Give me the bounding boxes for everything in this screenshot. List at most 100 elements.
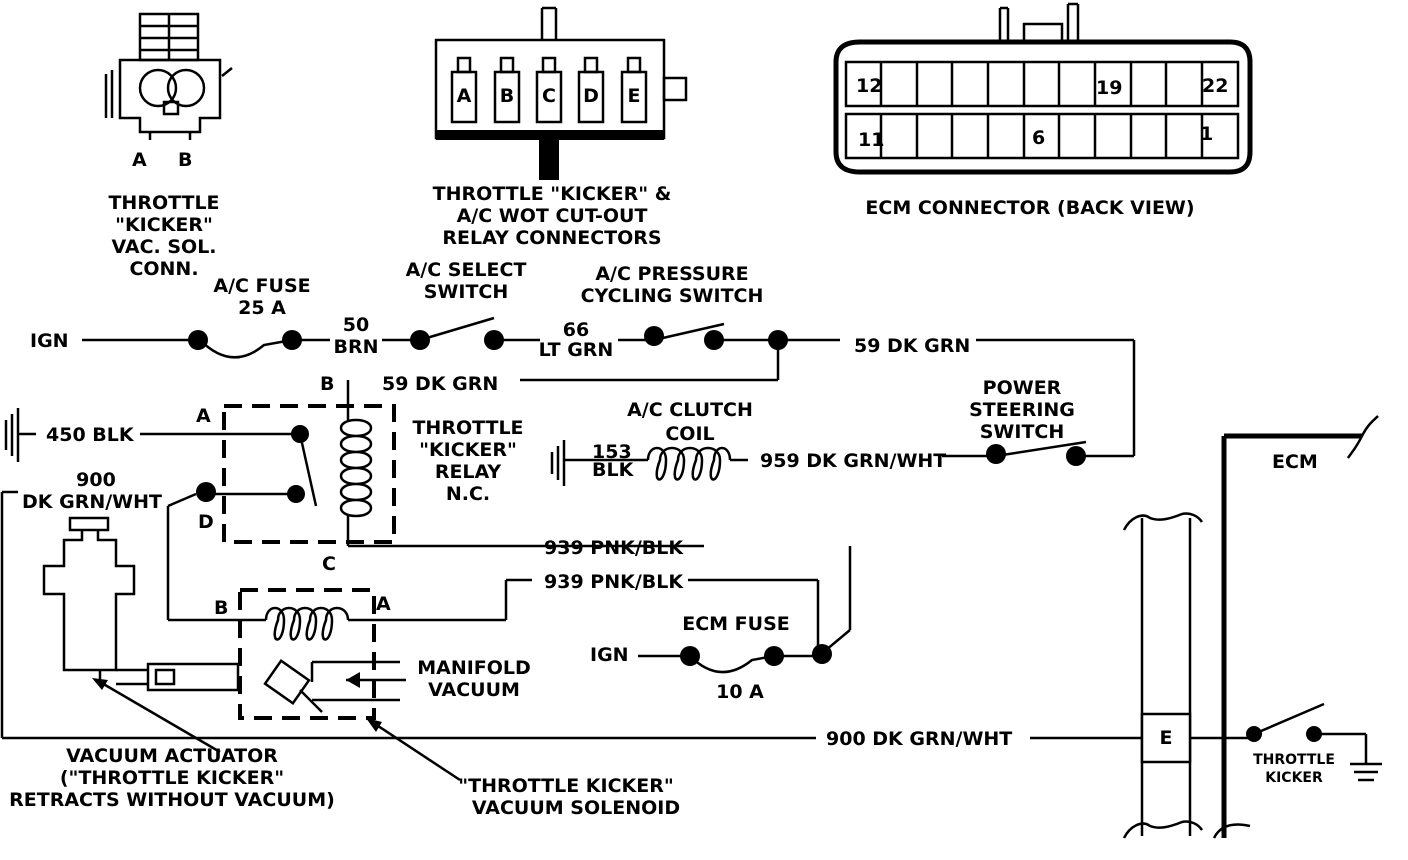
wire-50-number: 50 bbox=[343, 314, 369, 336]
caption-line: RELAY CONNECTORS bbox=[442, 227, 661, 249]
kicker-relay-box bbox=[222, 404, 396, 544]
relay-pin-e: E bbox=[628, 85, 641, 107]
relay-connector-icon bbox=[434, 6, 688, 180]
relay-pin-d-label: D bbox=[198, 511, 214, 533]
wire-900-path bbox=[0, 490, 1142, 740]
kicker-relay-caption: THROTTLE "KICKER" RELAY N.C. bbox=[412, 417, 523, 505]
wire-900-bottom-label: 900 DK GRN/WHT bbox=[826, 728, 1012, 750]
ac-pressure-label: A/C PRESSURE bbox=[595, 263, 748, 285]
solenoid-connector-caption: THROTTLE "KICKER" VAC. SOL. CONN. bbox=[108, 192, 219, 280]
ecm-label: ECM bbox=[1272, 451, 1318, 473]
wire-959-label: 959 DK GRN/WHT bbox=[760, 450, 946, 472]
kicker-relay-coil bbox=[339, 380, 704, 548]
ac-clutch-coil bbox=[646, 446, 748, 481]
kicker-relay-contacts bbox=[140, 425, 318, 507]
vacuum-solenoid-caption: "THROTTLE KICKER" VACUUM SOLENOID bbox=[458, 775, 680, 819]
caption-line: VACUUM ACTUATOR bbox=[66, 745, 278, 767]
wire-66-number: 66 bbox=[563, 319, 589, 341]
ground-clutch-icon bbox=[550, 440, 648, 486]
vacuum-solenoid-box bbox=[238, 588, 376, 720]
ecm-module bbox=[1122, 415, 1379, 839]
wire-59-relay-label: 59 DK GRN bbox=[382, 373, 498, 395]
ecm-fuse-rating: 10 A bbox=[716, 681, 764, 703]
solenoid-coil bbox=[264, 606, 350, 641]
ecm-pin-22: 22 bbox=[1202, 75, 1228, 97]
wire-900-left-number: 900 bbox=[76, 469, 116, 491]
ac-clutch-label-2: COIL bbox=[665, 423, 714, 445]
power-steering-label-3: SWITCH bbox=[980, 421, 1065, 443]
solenoid-pin-b: B bbox=[178, 149, 192, 171]
ecm-pin-11: 11 bbox=[858, 129, 884, 151]
manifold-vacuum-arrow bbox=[346, 672, 406, 688]
vacuum-solenoid-valve bbox=[263, 659, 400, 713]
throttle-kicker-switch-label: THROTTLE bbox=[1253, 752, 1335, 768]
ac-select-label: A/C SELECT bbox=[406, 259, 527, 281]
relay-pin-c: C bbox=[542, 85, 556, 107]
top-power-nodes bbox=[188, 326, 788, 350]
wire-900-left-color: DK GRN/WHT bbox=[22, 491, 162, 513]
vacuum-actuator-caption: VACUUM ACTUATOR ("THROTTLE KICKER" RETRA… bbox=[9, 745, 335, 811]
caption-line: VACUUM SOLENOID bbox=[472, 797, 680, 819]
relay-pin-b: B bbox=[500, 85, 514, 107]
ecm-pin-1: 1 bbox=[1200, 123, 1213, 145]
ecm-connector-icon bbox=[833, 2, 1253, 175]
caption-line: "THROTTLE KICKER" bbox=[458, 775, 674, 797]
wire-153-color: BLK bbox=[592, 459, 635, 481]
vacuum-actuator-icon bbox=[42, 516, 240, 692]
throttle-kicker-switch-label-2: KICKER bbox=[1265, 770, 1323, 786]
ac-fuse-rating: 25 A bbox=[238, 297, 286, 319]
relay-connector-caption: THROTTLE "KICKER" & A/C WOT CUT-OUT RELA… bbox=[433, 183, 672, 249]
solenoid-pin-a-label: A bbox=[376, 593, 391, 615]
ac-pressure-label-2: CYCLING SWITCH bbox=[581, 285, 764, 307]
wire-59-right-label: 59 DK GRN bbox=[854, 335, 970, 357]
wire-939-a-label: 939 PNK/BLK bbox=[544, 537, 684, 559]
solenoid-leader-arrow bbox=[366, 718, 461, 782]
caption-line: VAC. SOL. bbox=[111, 236, 216, 258]
relay-pin-a: A bbox=[457, 85, 472, 107]
ac-select-label-2: SWITCH bbox=[424, 281, 509, 303]
ac-clutch-label: A/C CLUTCH bbox=[627, 399, 753, 421]
caption-line: "KICKER" bbox=[115, 214, 213, 236]
caption-line: THROTTLE "KICKER" & bbox=[433, 183, 672, 205]
power-steering-label: POWER bbox=[983, 377, 1062, 399]
wire-66-color: LT GRN bbox=[539, 339, 614, 361]
ecm-pin-6: 6 bbox=[1032, 127, 1045, 149]
ecm-pin-19: 19 bbox=[1096, 77, 1122, 99]
solenoid-wiring bbox=[166, 492, 852, 652]
solenoid-pin-b-label: B bbox=[214, 597, 228, 619]
solenoid-pin-a: A bbox=[132, 149, 147, 171]
manifold-label: MANIFOLD bbox=[417, 657, 531, 679]
ac-fuse-label: A/C FUSE bbox=[213, 275, 310, 297]
throttle-kicker-switch bbox=[1190, 702, 1368, 764]
caption-line: A/C WOT CUT-OUT bbox=[457, 205, 648, 227]
ecm-fuse bbox=[638, 644, 832, 674]
ground-right-icon bbox=[1350, 762, 1382, 782]
ign-top-label: IGN bbox=[30, 330, 69, 352]
caption-line: THROTTLE bbox=[108, 192, 219, 214]
solenoid-connector-icon bbox=[104, 12, 233, 140]
wire-450-label: 450 BLK bbox=[46, 424, 135, 446]
caption-line: RELAY bbox=[435, 461, 502, 483]
relay-pin-c-label: C bbox=[322, 553, 336, 575]
relay-pin-a-label: A bbox=[196, 405, 211, 427]
caption-line: N.C. bbox=[446, 483, 490, 505]
caption-line: "KICKER" bbox=[419, 439, 517, 461]
caption-line: CONN. bbox=[129, 258, 198, 280]
ground-left-icon bbox=[4, 408, 36, 462]
ign-bottom-label: IGN bbox=[590, 644, 629, 666]
power-steering-label-2: STEERING bbox=[969, 399, 1075, 421]
relay-pin-b-label: B bbox=[320, 373, 334, 395]
wire-939-b-label: 939 PNK/BLK bbox=[544, 571, 684, 593]
caption-line: ("THROTTLE KICKER" bbox=[60, 767, 284, 789]
ecm-connector-caption: ECM CONNECTOR (BACK VIEW) bbox=[865, 197, 1194, 219]
ecm-pin-e-label: E bbox=[1160, 727, 1173, 749]
wire-153-number: 153 bbox=[592, 441, 632, 463]
caption-line: THROTTLE bbox=[412, 417, 523, 439]
ecm-pin-12: 12 bbox=[856, 75, 882, 97]
caption-line: RETRACTS WITHOUT VACUUM) bbox=[9, 789, 335, 811]
actuator-leader-arrow bbox=[92, 678, 221, 754]
relay-pin-d: D bbox=[583, 85, 599, 107]
wire-50-color: BRN bbox=[333, 336, 378, 358]
power-steering-switch bbox=[986, 440, 1087, 466]
